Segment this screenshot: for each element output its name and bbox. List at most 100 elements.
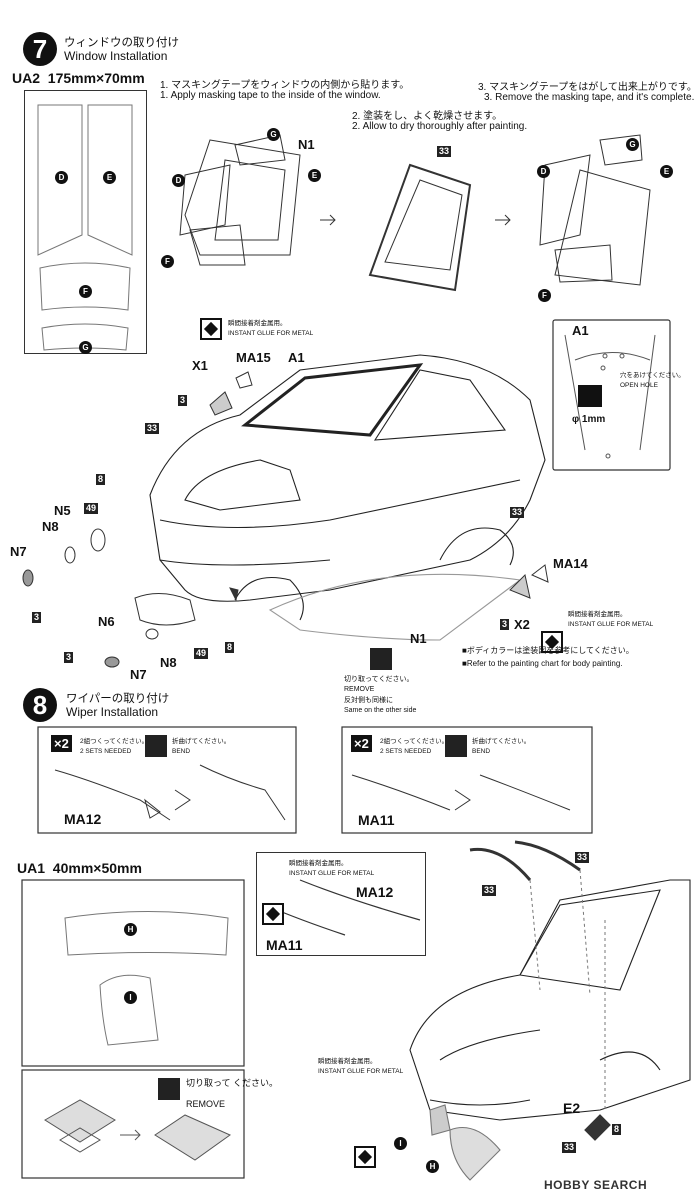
step-7-title-en: Window Installation: [64, 49, 168, 63]
frame2-33-label: 33: [437, 146, 452, 157]
bend-en-b: BEND: [472, 748, 491, 755]
n6-label: N6: [98, 614, 115, 629]
n1-label: N1: [410, 631, 427, 646]
part-h-label: H: [124, 923, 137, 936]
ma12-label-b: MA12: [356, 884, 394, 900]
part8-label-c: 8: [612, 1124, 622, 1135]
frame3-g-label: G: [626, 138, 639, 151]
n7-label-a: N7: [10, 544, 27, 559]
e2-label: E2: [563, 1100, 581, 1116]
remove-icon-2: [158, 1078, 180, 1100]
part49-label-a: 49: [84, 503, 99, 514]
part33-label-c: 33: [575, 852, 590, 863]
part8-label-b: 8: [225, 642, 235, 653]
glue-icon-3: [262, 903, 284, 925]
n8-label-a: N8: [42, 519, 59, 534]
bend-jp-b: 折曲げてください。: [472, 738, 531, 745]
glue-jp-3: 瞬間接着剤金属用。: [289, 860, 348, 867]
bend-en-a: BEND: [172, 748, 191, 755]
ua2-sheet-label: UA2 175mm×70mm: [12, 70, 145, 86]
mask-f-shape: [39, 262, 131, 311]
part3-label-a: 3: [178, 395, 188, 406]
part3-label-b: 3: [32, 612, 42, 623]
part-i-label: I: [124, 991, 137, 1004]
mask-e-shape: [87, 104, 133, 256]
part33-label-b: 33: [510, 507, 525, 518]
step-8-title-jp: ワイパーの取り付け: [66, 693, 170, 705]
open-hole-en: OPEN HOLE: [620, 382, 658, 389]
ma15-label: MA15: [236, 350, 271, 365]
remove-jp-2: 切り取って ください。: [186, 1078, 279, 1088]
part-h-label-2: H: [426, 1160, 439, 1173]
glue-icon-4: [354, 1146, 376, 1168]
part8-label-a: 8: [96, 474, 106, 485]
step-8-number: 8: [23, 688, 57, 722]
part49-label-b: 49: [194, 648, 209, 659]
mask-f-label: F: [79, 285, 92, 298]
ma14-label: MA14: [553, 556, 588, 571]
part33-label-a: 33: [145, 423, 160, 434]
ua1-sheet-label: UA1 40mm×50mm: [17, 860, 142, 876]
instr2-jp: 2. 塗装をし、よく乾燥させます。: [352, 111, 503, 122]
sets-jp-a: 2組つくってください。: [80, 738, 149, 745]
frame1-g-label: G: [267, 128, 280, 141]
frame3-e-label: E: [660, 165, 673, 178]
remove-en: REMOVE: [344, 686, 375, 693]
sets-en-b: 2 SETS NEEDED: [380, 748, 432, 755]
frame1-d-label: D: [172, 174, 185, 187]
glue-icon: [200, 318, 222, 340]
instr2-en: 2. Allow to dry thoroughly after paintin…: [352, 121, 528, 132]
glue-en-2: INSTANT GLUE FOR METAL: [568, 621, 654, 628]
same-jp: 反対側も同様に: [344, 697, 393, 704]
frame1-e-label: E: [308, 169, 321, 182]
glue-en-1: INSTANT GLUE FOR METAL: [228, 330, 314, 337]
instr1-en: 1. Apply masking tape to the inside of t…: [160, 90, 381, 101]
part3-label-d: 3: [500, 619, 510, 630]
instr3-en: 3. Remove the masking tape, and it's com…: [484, 92, 695, 103]
n5-label: N5: [54, 503, 71, 518]
part-i-label-2: I: [394, 1137, 407, 1150]
x2-badge-b: ×2: [351, 735, 372, 752]
x1-label: X1: [192, 358, 208, 373]
x2-badge-a: ×2: [51, 735, 72, 752]
frame1-n1-label: N1: [298, 137, 315, 152]
watermark: HOBBY SEARCH: [544, 1178, 648, 1192]
paint-note-jp: ■ボディカラーは塗装図を参考にしてください。: [462, 646, 634, 655]
mask-g-label: G: [79, 341, 92, 354]
bend-icon-a: [145, 735, 167, 757]
glue-jp-1: 瞬間接着剤金属用。: [228, 320, 287, 327]
sets-en-a: 2 SETS NEEDED: [80, 748, 132, 755]
bend-jp-a: 折曲げてください。: [172, 738, 231, 745]
inset-a1-label: A1: [572, 323, 589, 338]
n7-label-b: N7: [130, 667, 147, 682]
paint-note-en: ■Refer to the painting chart for body pa…: [462, 659, 623, 668]
glue-icon-2: [541, 631, 563, 653]
open-hole-jp: 穴をあけてください。: [620, 372, 685, 379]
instr3-jp: 3. マスキングテープをはがして出来上がりです。: [478, 82, 697, 93]
x2-label: X2: [514, 617, 530, 632]
glue-en-4: INSTANT GLUE FOR METAL: [318, 1068, 404, 1075]
glue-jp-2: 瞬間接着剤金属用。: [568, 611, 627, 618]
sets-jp-b: 2組つくってください。: [380, 738, 449, 745]
remove-en-2: REMOVE: [186, 1099, 226, 1109]
step-8-title-en: Wiper Installation: [66, 705, 159, 719]
remove-icon: [370, 648, 392, 670]
mask-d-label: D: [55, 171, 68, 184]
remove-jp: 切り取ってください。: [344, 676, 414, 683]
part33-label-e: 33: [562, 1142, 577, 1153]
n8-label-b: N8: [160, 655, 177, 670]
frame1-f-label: F: [161, 255, 174, 268]
step-7-number: 7: [23, 32, 57, 66]
frame3-d-label: D: [537, 165, 550, 178]
a1-label: A1: [288, 350, 305, 365]
frame3-f-label: F: [538, 289, 551, 302]
mask-e-label: E: [103, 171, 116, 184]
part3-label-c: 3: [64, 652, 74, 663]
same-en: Same on the other side: [344, 707, 417, 714]
wiper-glue-box: [256, 852, 426, 956]
glue-jp-4: 瞬間接着剤金属用。: [318, 1058, 377, 1065]
bend-icon-b: [445, 735, 467, 757]
glue-en-3: INSTANT GLUE FOR METAL: [289, 870, 375, 877]
ma12-label-a: MA12: [64, 811, 102, 827]
